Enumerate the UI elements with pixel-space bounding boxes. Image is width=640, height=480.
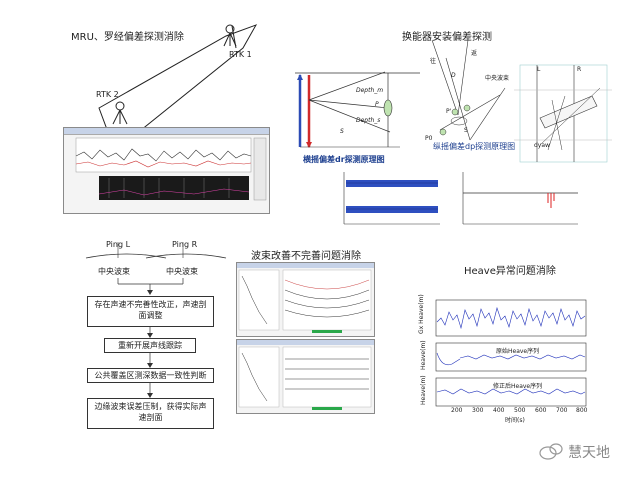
roll-offset-caption: 横摇偏差dr探测原理图 bbox=[303, 155, 385, 164]
mru-software-window bbox=[63, 127, 270, 214]
heave-xtick-5: 700 bbox=[556, 407, 568, 414]
fan-label: 返 bbox=[471, 50, 478, 57]
footer-brand: 慧天地 bbox=[568, 445, 610, 461]
heave-xtick-6: 800 bbox=[576, 407, 588, 414]
dyaw-label: dyaw bbox=[534, 142, 550, 149]
point-s-label: S bbox=[340, 128, 344, 135]
center-beam-mid-label: 中央波束 bbox=[485, 75, 510, 82]
heave-xtick-1: 300 bbox=[472, 407, 484, 414]
s-mid-label: S bbox=[464, 127, 468, 134]
heave-xtick-4: 600 bbox=[535, 407, 547, 414]
beam-software-window-top bbox=[236, 262, 375, 337]
heave-xlabel: 时间(s) bbox=[505, 417, 525, 424]
heave-xtick-2: 400 bbox=[493, 407, 505, 414]
transducer-title: 换能器安装偏差探测 bbox=[402, 32, 492, 43]
flow-step-1: 存在声速不完善性改正，声速剖面调整 bbox=[87, 296, 214, 327]
beam-title: 波束改善不完善问题消除 bbox=[251, 251, 361, 262]
depth-m-label: Depth_m bbox=[356, 87, 384, 94]
p0-label: P0 bbox=[425, 135, 433, 142]
wang-label: 往 bbox=[430, 58, 437, 65]
heave-panel2-ylabel: Heave(m) bbox=[420, 340, 427, 370]
heave-panel3-ylabel: Heave(m) bbox=[420, 375, 427, 405]
flow-step-2: 重新开展声线跟踪 bbox=[104, 338, 196, 353]
beam-software-window-bottom bbox=[236, 339, 375, 414]
beam-plot-bottom bbox=[238, 346, 372, 410]
center-beam-r-label: 中央波束 bbox=[166, 267, 198, 276]
mru-title: MRU、罗经偏差探测消除 bbox=[71, 32, 184, 43]
heave-xtick-0: 200 bbox=[451, 407, 463, 414]
heave-xtick-3: 500 bbox=[514, 407, 526, 414]
ping-l-label: Ping L bbox=[106, 240, 131, 249]
center-beam-l-label: 中央波束 bbox=[98, 267, 130, 276]
pitch-offset-caption: 纵摇偏差dp探测原理图 bbox=[433, 142, 516, 151]
point-p-label: P bbox=[375, 101, 379, 108]
rtk2-label: RTK 2 bbox=[96, 90, 119, 99]
heave-panel2-legend: 原始Heave序列 bbox=[496, 348, 540, 355]
depth-s-label: Depth_s bbox=[356, 117, 381, 124]
ping-r-label: Ping R bbox=[172, 240, 198, 249]
rtk1-label: RTK 1 bbox=[229, 50, 252, 59]
yaw-r-label: R bbox=[577, 66, 582, 73]
flow-step-4: 边缘波束误差压制，获得实际声速剖面 bbox=[87, 398, 214, 429]
mru-signal-plot bbox=[75, 137, 267, 201]
yaw-l-label: L bbox=[537, 66, 541, 73]
flow-step-3: 公共覆盖区测深数据一致性判断 bbox=[87, 368, 214, 383]
p-prime-label: P' bbox=[446, 108, 452, 115]
heave-panel3-legend: 修正后Heave序列 bbox=[493, 383, 543, 390]
heave-panel1-ylabel: Gx Heave(m) bbox=[418, 294, 425, 334]
beam-plot-top bbox=[238, 269, 372, 333]
d-label: D bbox=[451, 72, 456, 79]
heave-title: Heave异常问题消除 bbox=[464, 266, 556, 277]
